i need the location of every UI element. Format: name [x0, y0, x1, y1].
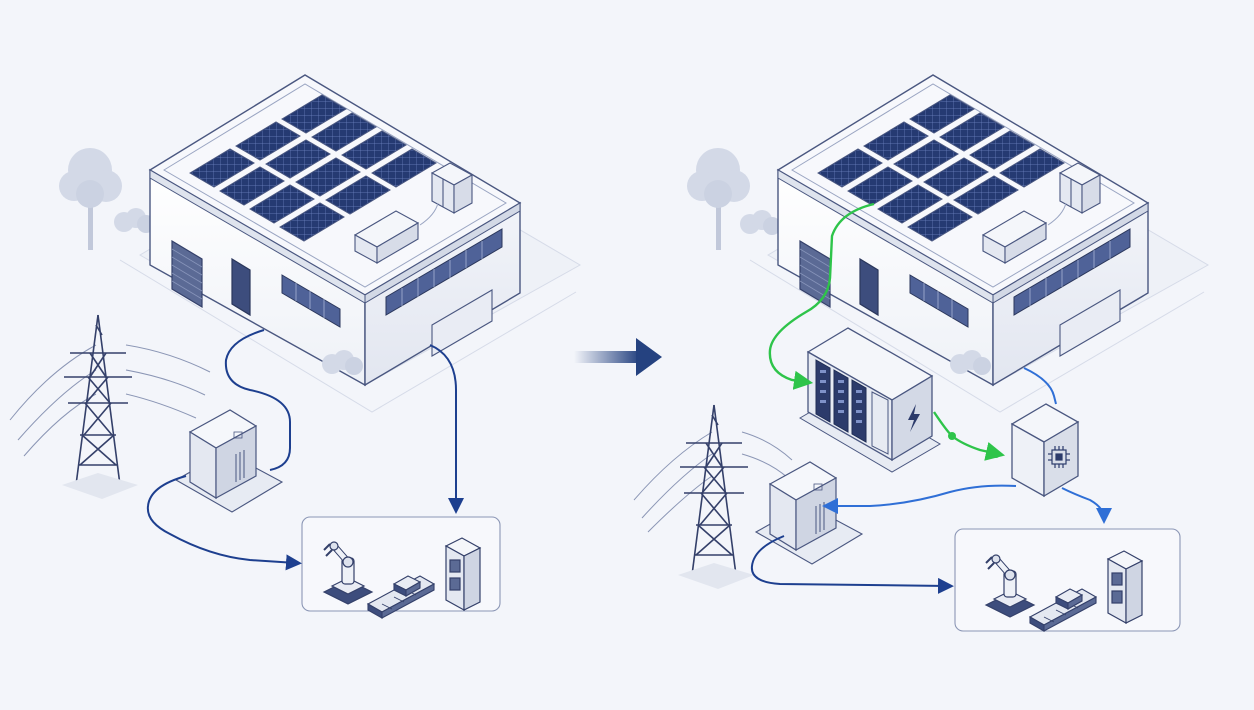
bush	[740, 210, 781, 235]
junction-node	[948, 432, 956, 440]
overhead-wires	[9, 344, 211, 457]
battery-energy-storage	[799, 327, 941, 473]
solar-line-battery-to-controller	[933, 411, 1006, 461]
tree	[687, 148, 750, 250]
scene-before	[9, 74, 581, 618]
energy-controller	[1011, 403, 1079, 497]
electrical-transmission-tower	[61, 314, 139, 500]
right-arrow-icon	[574, 351, 640, 363]
solar-line-panels-to-battery	[768, 202, 875, 390]
lightning-bolt-icon	[908, 404, 920, 432]
grid-transformer	[755, 461, 863, 565]
overhead-wires	[633, 431, 793, 533]
line-controller-to-transformer	[822, 484, 1017, 514]
grid-line-transformer-to-equipment	[750, 535, 954, 594]
grid-transformer	[175, 409, 283, 513]
grid-line-factory-to-equipment	[429, 344, 464, 514]
factory-building	[139, 74, 581, 386]
transition-arrow	[574, 338, 662, 376]
scene-after	[633, 74, 1209, 631]
tree	[59, 148, 122, 250]
line-factory-to-controller	[1023, 367, 1057, 405]
bush	[114, 208, 155, 233]
line-controller-to-equipment	[1061, 487, 1112, 524]
microchip-icon	[1048, 446, 1070, 468]
grid-line-factory-to-transformer	[224, 329, 291, 471]
junction-node	[992, 450, 1000, 458]
grid-line-transformer-to-equipment	[146, 475, 302, 571]
